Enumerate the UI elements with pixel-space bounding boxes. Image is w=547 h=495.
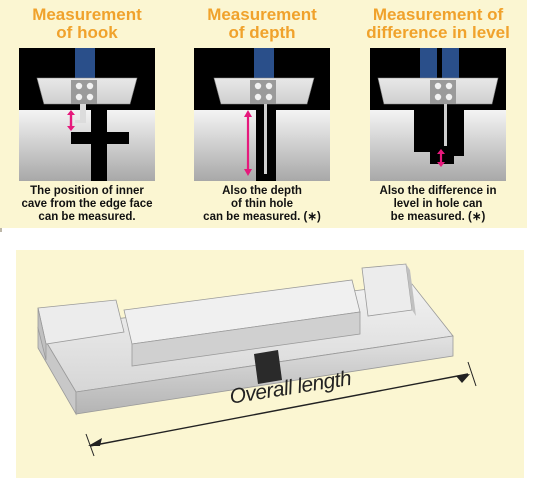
workpiece-illustration-panel: Overall length	[16, 250, 524, 478]
depth-title: Measurement of depth	[207, 5, 317, 42]
depth-measurement-photo	[194, 48, 330, 181]
measurement-examples-panel: Measurement of hook The	[0, 0, 527, 228]
depth-caption: Also the depth of thin hole can be measu…	[203, 185, 321, 223]
hook-measurement-photo	[19, 48, 155, 181]
level-difference-caption: Also the difference in level in hole can…	[379, 185, 497, 223]
level-difference-measurement-photo	[370, 48, 506, 181]
hook-caption: The position of inner cave from the edge…	[21, 185, 153, 223]
level-difference-title: Measurement of difference in level	[366, 5, 510, 42]
level-difference-measurement-example: Measurement of difference in level	[353, 0, 523, 228]
workpiece-illustration	[37, 263, 477, 457]
hook-title: Measurement of hook	[32, 5, 142, 42]
depth-measurement-example: Measurement of depth Also the	[177, 0, 347, 228]
hook-measurement-example: Measurement of hook The	[2, 0, 172, 228]
